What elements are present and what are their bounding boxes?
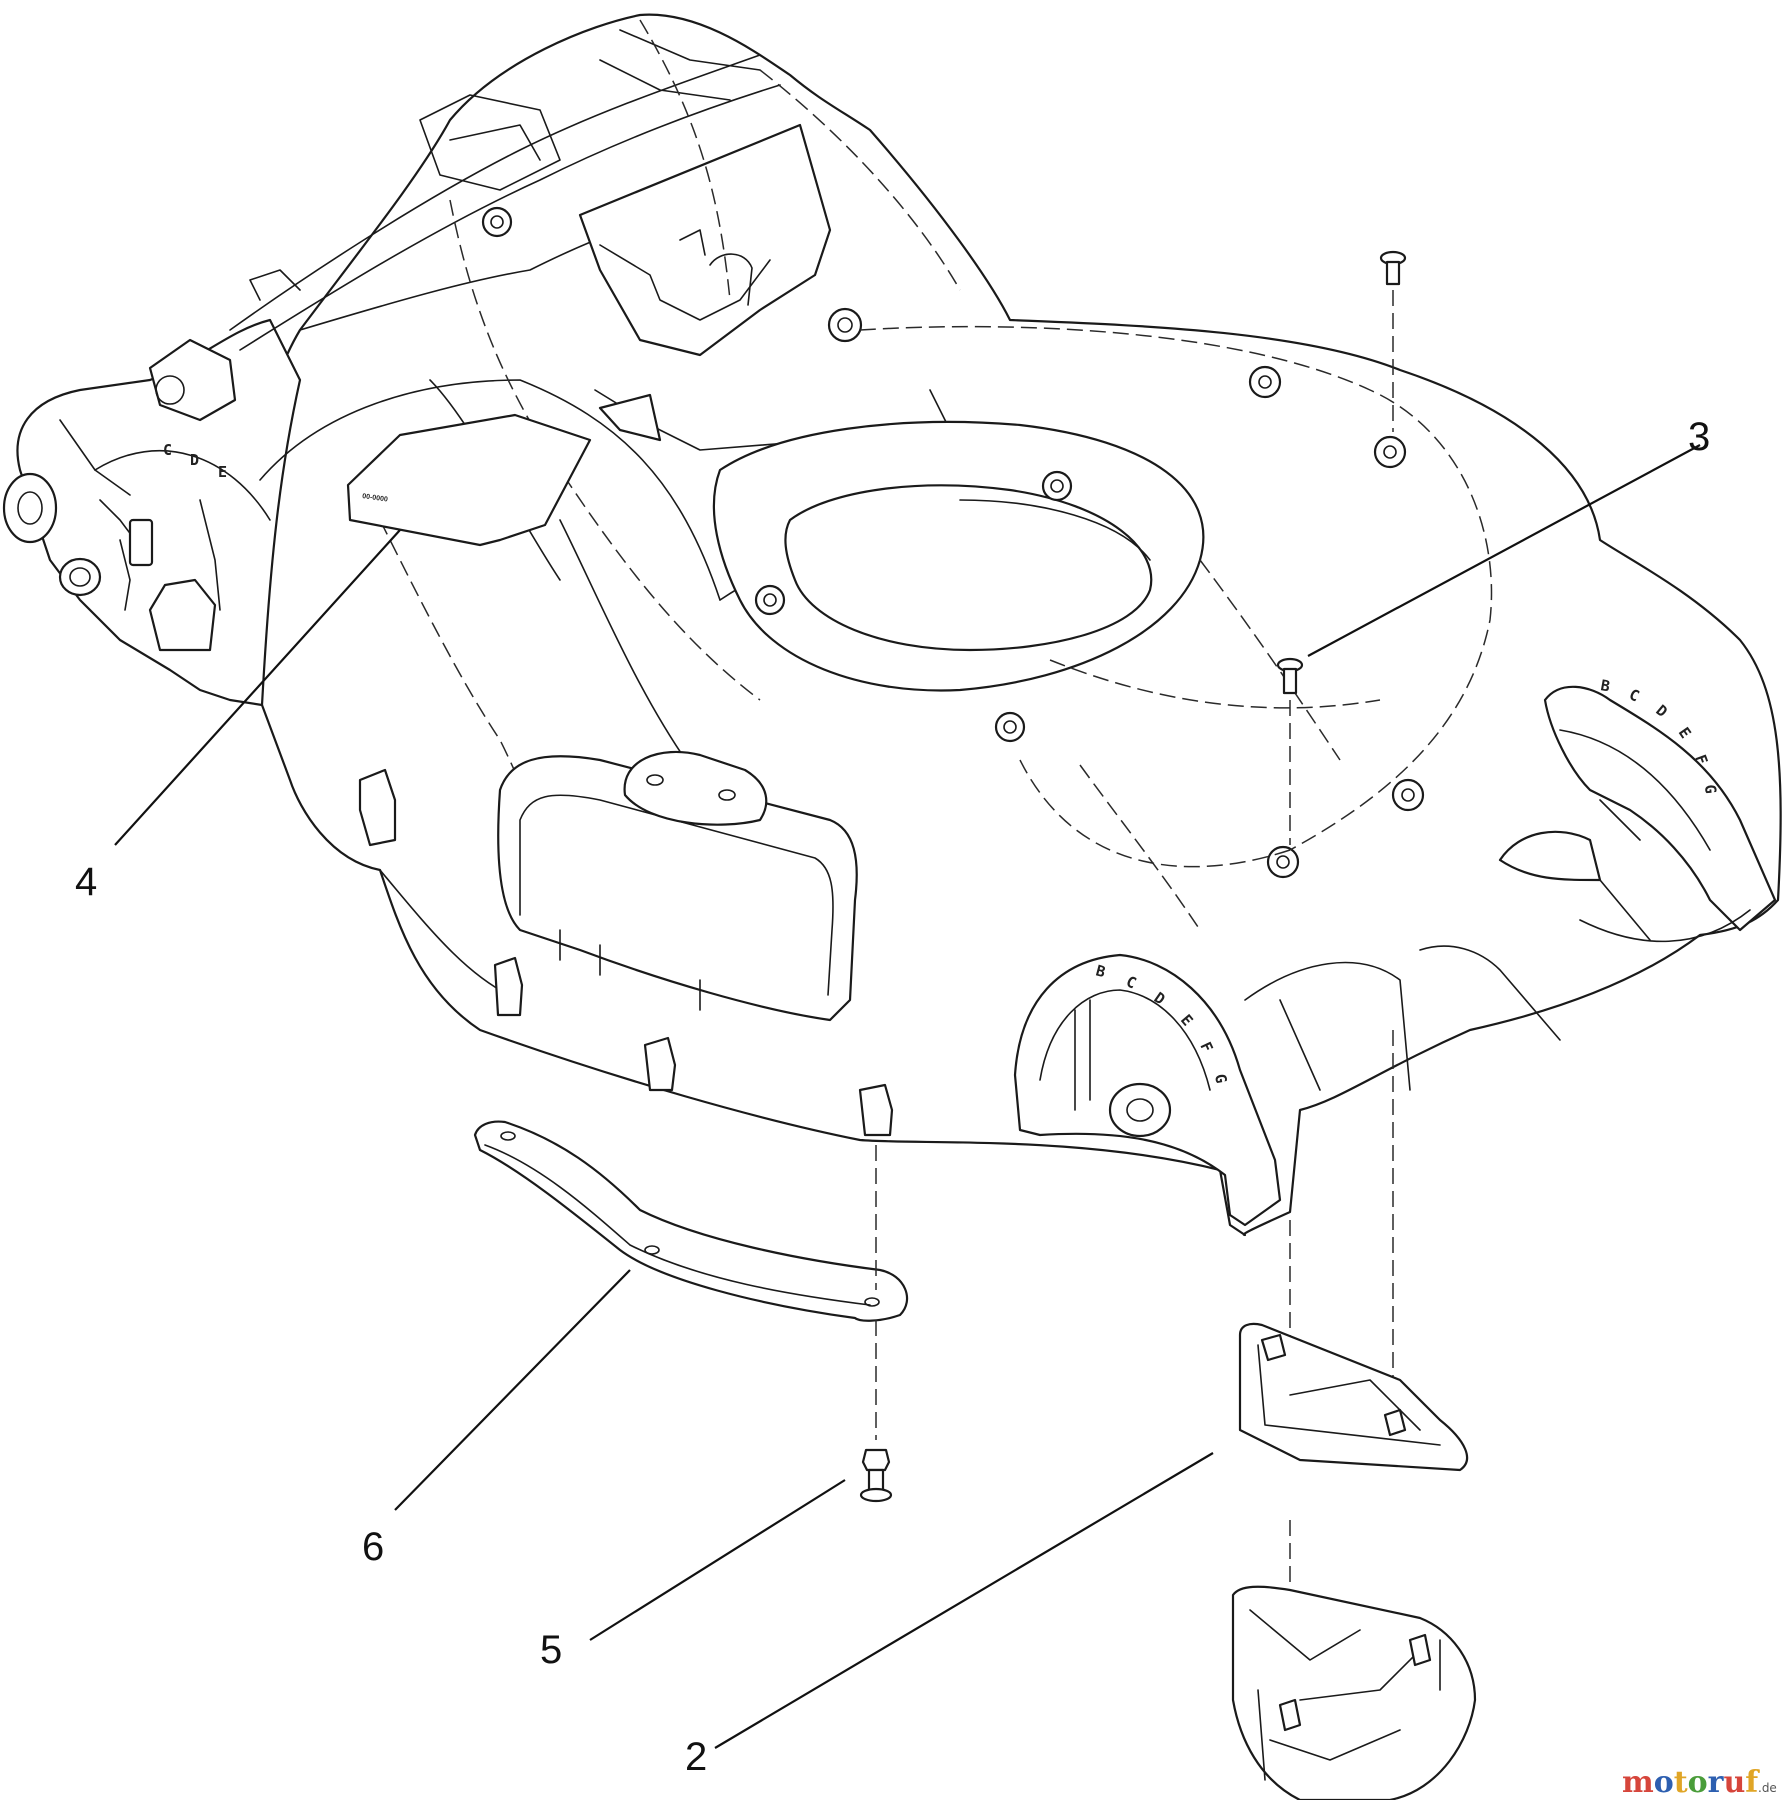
- mower-deck-housing: [2, 13, 1782, 1237]
- baffle: [473, 1120, 909, 1322]
- callout-5: 5: [540, 1479, 846, 1672]
- callout-6: 6: [362, 1269, 631, 1569]
- watermark-letter: t: [1674, 1765, 1688, 1800]
- mulch-plug: [1231, 1030, 1477, 1800]
- svg-text:motoruf: motoruf: [1622, 1765, 1760, 1800]
- watermark-letter: r: [1708, 1765, 1725, 1800]
- height-scale-letter: C: [163, 441, 172, 459]
- watermark-letter: u: [1723, 1765, 1745, 1800]
- height-scale-letter: G: [1701, 784, 1720, 795]
- callout-4: 4: [75, 529, 401, 904]
- height-scale-letter: B: [1599, 676, 1611, 695]
- watermark-letter: o: [1654, 1765, 1674, 1800]
- plug-screw: [1276, 657, 1304, 845]
- height-scale-letter: B: [1094, 961, 1107, 981]
- height-scale-letter: G: [1211, 1073, 1230, 1085]
- watermark-letter: f: [1745, 1765, 1760, 1800]
- decal-label: 00-0000: [362, 493, 389, 504]
- watermark-tld: .de: [1758, 1781, 1777, 1795]
- baffle-screw: [859, 1145, 893, 1503]
- height-scale-letter: D: [190, 451, 199, 469]
- callout-label: 6: [362, 1525, 384, 1569]
- height-scale-left: C D E: [163, 441, 227, 481]
- watermark-letter: o: [1688, 1765, 1708, 1800]
- callout-label: 3: [1688, 415, 1710, 459]
- watermark-letter: m: [1622, 1765, 1654, 1800]
- callout-3: 3: [1307, 415, 1710, 657]
- height-scale-letter: E: [218, 463, 227, 481]
- top-screw: [1379, 250, 1407, 432]
- watermark: motoruf .de: [1622, 1765, 1777, 1800]
- callout-label: 2: [685, 1735, 707, 1779]
- callout-label: 4: [75, 860, 97, 904]
- callout-2: 2: [685, 1452, 1214, 1779]
- callout-label: 5: [540, 1628, 562, 1672]
- decal: 00-0000: [346, 413, 592, 547]
